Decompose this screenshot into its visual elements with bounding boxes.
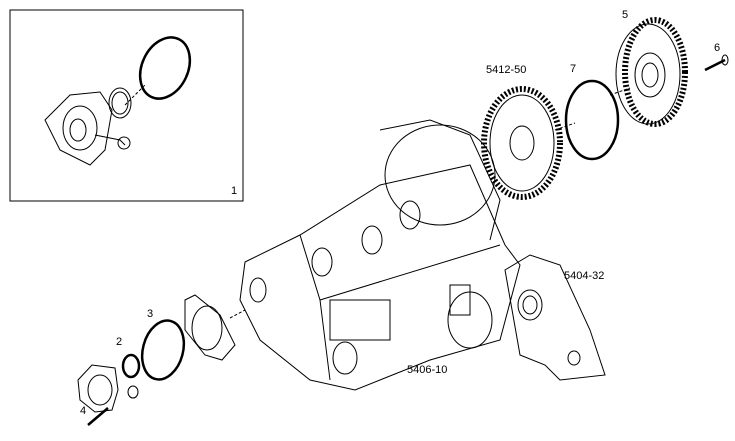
gear-pulley-5 bbox=[615, 17, 688, 127]
inset-pump-assembly bbox=[44, 36, 192, 166]
seal-2 bbox=[121, 353, 141, 379]
inset-frame bbox=[9, 9, 244, 202]
callout-2: 2 bbox=[116, 336, 123, 348]
bolt-6 bbox=[704, 54, 729, 72]
callout-5412-50: 5412-50 bbox=[486, 64, 527, 76]
callout-7: 7 bbox=[570, 63, 577, 75]
bolt-4 bbox=[87, 407, 109, 426]
camshaft-gear bbox=[481, 86, 563, 200]
callout-5406-10: 5406-10 bbox=[407, 364, 448, 376]
callout-5404-32: 5404-32 bbox=[564, 270, 605, 282]
callout-4: 4 bbox=[80, 405, 87, 417]
callout-3: 3 bbox=[147, 308, 154, 320]
timing-cover bbox=[504, 254, 606, 381]
callout-5: 5 bbox=[622, 9, 629, 21]
callout-6: 6 bbox=[714, 42, 721, 54]
o-ring-7 bbox=[564, 79, 620, 161]
cylinder-block bbox=[239, 119, 521, 391]
front-cover bbox=[184, 294, 246, 361]
callout-1: 1 bbox=[231, 185, 238, 197]
pump-housing bbox=[77, 364, 139, 426]
o-ring-3 bbox=[140, 319, 186, 381]
